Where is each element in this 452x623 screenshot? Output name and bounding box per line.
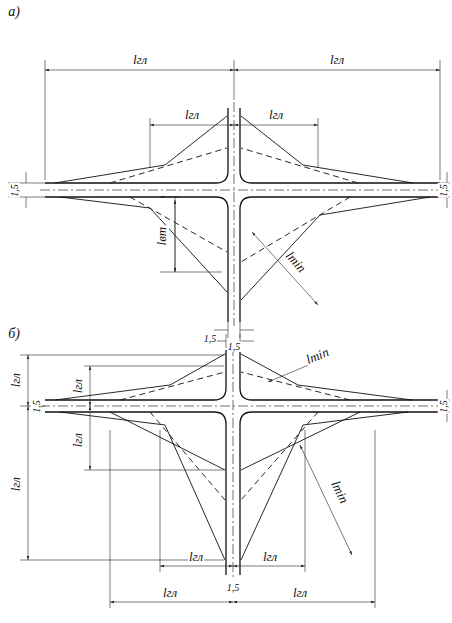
dimension-label: lгл	[268, 108, 284, 122]
dimension-label: lгл	[329, 53, 345, 67]
dimension-label: lгл	[292, 586, 308, 600]
dimension-label: 1,5	[227, 341, 242, 352]
dimension-label: 1,5	[31, 399, 42, 414]
roads-b	[40, 346, 446, 578]
roads-a	[40, 102, 446, 326]
dimension-label: 1,5	[203, 333, 218, 344]
dimension-label: lmin	[282, 248, 309, 276]
dimension-label: 1,5	[226, 582, 241, 593]
dimension-label: lвт	[155, 226, 169, 247]
dimension-label: lгл	[162, 586, 178, 600]
dimension-label: lгл	[9, 372, 23, 388]
dimension-label: lгл	[262, 550, 278, 564]
dimension-label: lгл	[188, 550, 204, 564]
dimensions-a	[8, 60, 450, 338]
dimension-label: lгл	[71, 378, 85, 394]
dimension-label: 1,5	[438, 183, 449, 198]
dimension-label: а)	[7, 4, 21, 19]
dimensions-b	[20, 334, 450, 608]
dimension-label: б)	[7, 326, 21, 341]
sight-triangles-b	[55, 354, 412, 560]
dimension-label: 1,5	[9, 183, 20, 198]
sight-triangles-a	[55, 116, 430, 300]
dimension-label: lmin	[304, 345, 333, 368]
dimension-label: lгл	[132, 53, 148, 67]
dimension-label: lгл	[71, 432, 85, 448]
dimension-label: lгл	[184, 108, 200, 122]
dimension-label: 1,5	[438, 399, 449, 414]
dimension-label: lгл	[9, 476, 23, 492]
dimension-label: lmin	[328, 478, 352, 507]
